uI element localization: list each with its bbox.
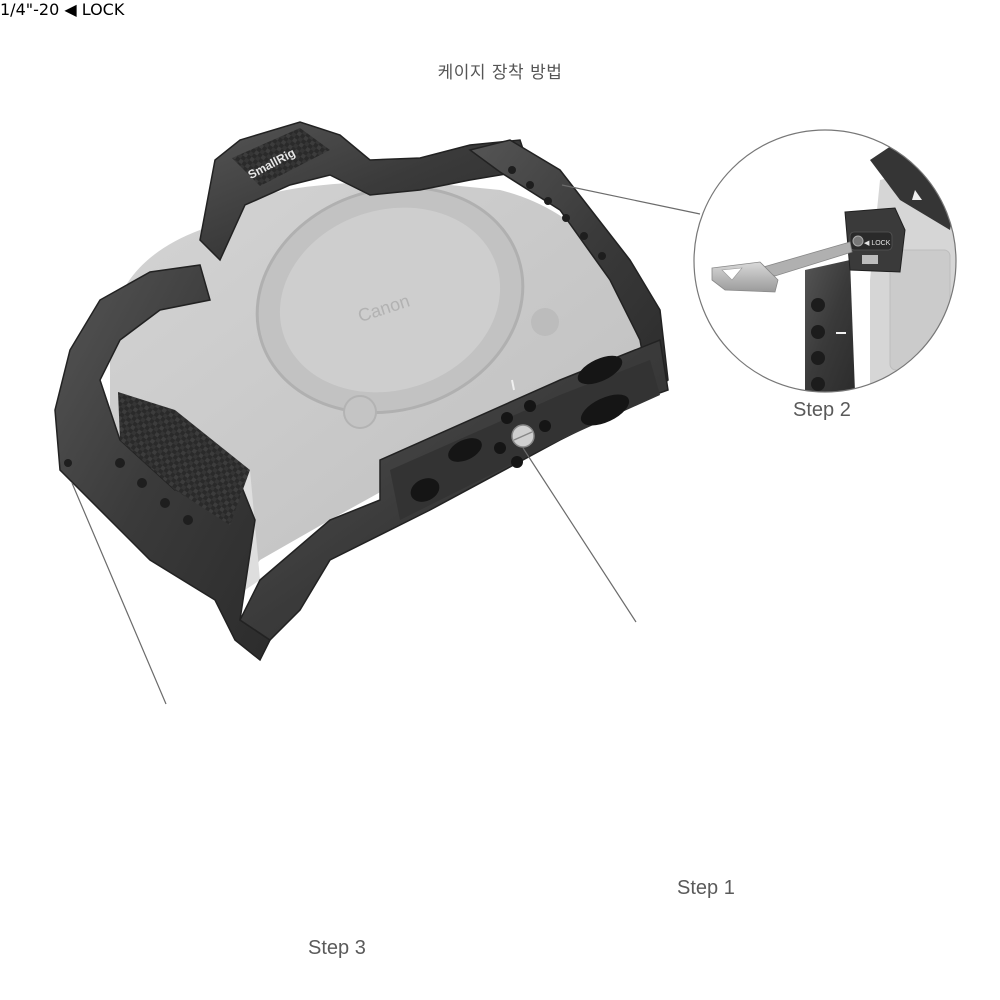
lock-label: ◀ LOCK <box>864 240 891 247</box>
bottom-plate-holes <box>410 355 630 502</box>
camera-cage-assembly: Canon SmallRig <box>54 121 669 662</box>
step3-label: Step 3 <box>308 937 366 959</box>
step1-label: Step 1 <box>677 877 735 899</box>
leader-lines <box>71 184 701 705</box>
step3-detail-circle: ◀ LOCK <box>64 0 124 19</box>
step2-detail-circle: ◀ LOCK <box>693 129 957 393</box>
lock-label: ◀ LOCK <box>64 0 125 19</box>
leader-line-step3 <box>71 482 167 705</box>
key-icon <box>711 241 853 293</box>
step2-label: Step 2 <box>793 399 851 421</box>
mount-screw-closeup: 1/4"-20 <box>0 0 64 19</box>
side-grip-carbon <box>118 392 250 525</box>
leader-line-step2 <box>561 184 701 215</box>
top-grip-carbon <box>232 128 330 186</box>
thread-label: 1/4"-20 <box>0 0 60 19</box>
leader-line-step1 <box>522 447 637 623</box>
bottom-plate-closeup: 1/4"-20 <box>0 0 64 19</box>
step1-detail-circle: 1/4"-20 <box>0 0 64 19</box>
page-title: 케이지 장착 방법 <box>437 63 563 83</box>
lock-block: ◀ LOCK <box>64 0 124 19</box>
